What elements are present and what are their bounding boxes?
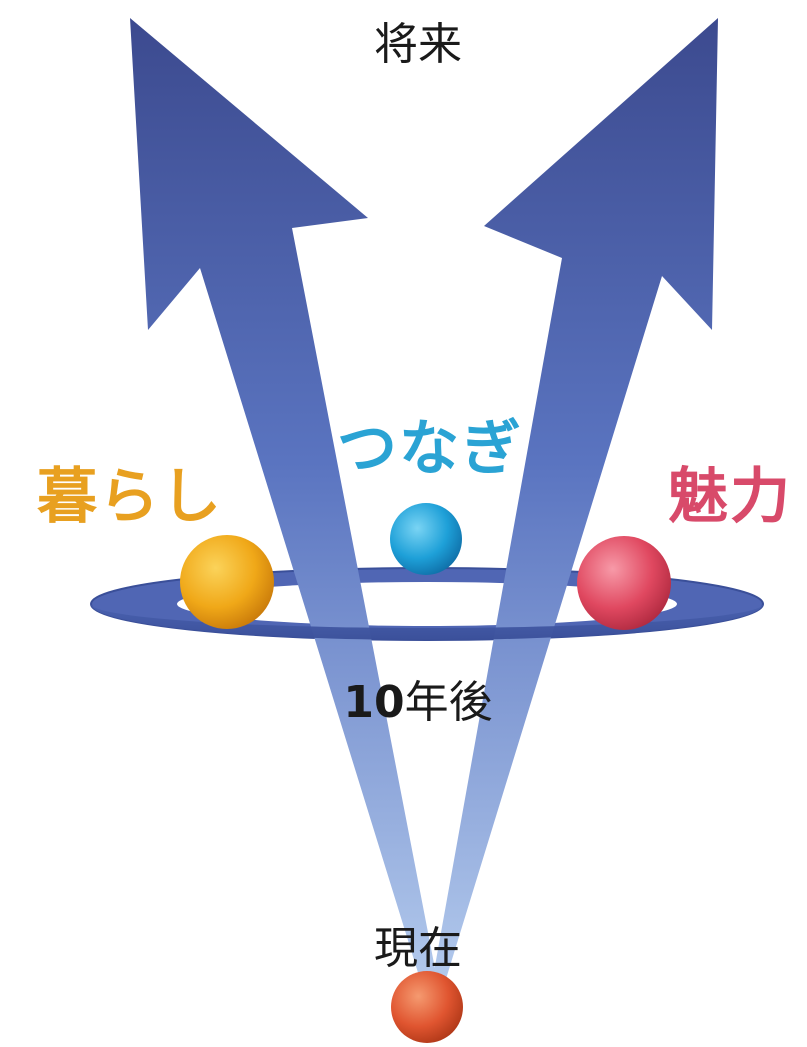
sphere-miryoku	[577, 536, 671, 630]
sphere-now	[391, 971, 463, 1043]
ten-years-label: 10年後	[318, 666, 518, 730]
left-arrow	[130, 18, 442, 1005]
right-arrow	[428, 18, 718, 1005]
theme-label-miryoku: 魅力	[668, 462, 792, 532]
ring-front	[91, 604, 763, 640]
sphere-kurashi	[180, 535, 274, 629]
theme-label-tsunagi: つなぎ	[337, 414, 523, 484]
ten-years-suffix: 年後	[404, 677, 493, 728]
now-label: 現在	[374, 923, 462, 974]
ten-years-number: 10	[343, 677, 405, 728]
theme-label-kurashi: 暮らし	[37, 462, 223, 532]
future-label: 将来	[374, 19, 462, 70]
sphere-tsunagi	[390, 503, 462, 575]
